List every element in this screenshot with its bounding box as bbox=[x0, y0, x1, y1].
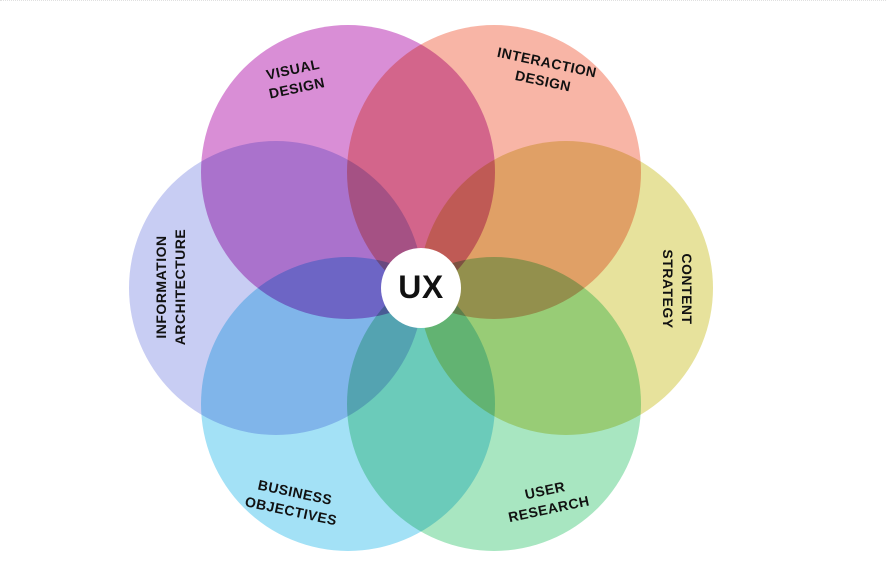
label-information-architecture: INFORMATION ARCHITECTURE bbox=[152, 229, 190, 345]
label-line-1: CONTENT bbox=[679, 253, 695, 325]
ux-center-label: UX bbox=[398, 268, 444, 305]
label-line-1: INFORMATION bbox=[153, 235, 169, 339]
label-content-strategy: CONTENT STRATEGY bbox=[658, 249, 696, 328]
label-line-2: STRATEGY bbox=[660, 249, 676, 329]
circle-user-research bbox=[347, 257, 641, 551]
ux-center-circle bbox=[381, 248, 461, 328]
label-line-2: ARCHITECTURE bbox=[172, 228, 188, 346]
